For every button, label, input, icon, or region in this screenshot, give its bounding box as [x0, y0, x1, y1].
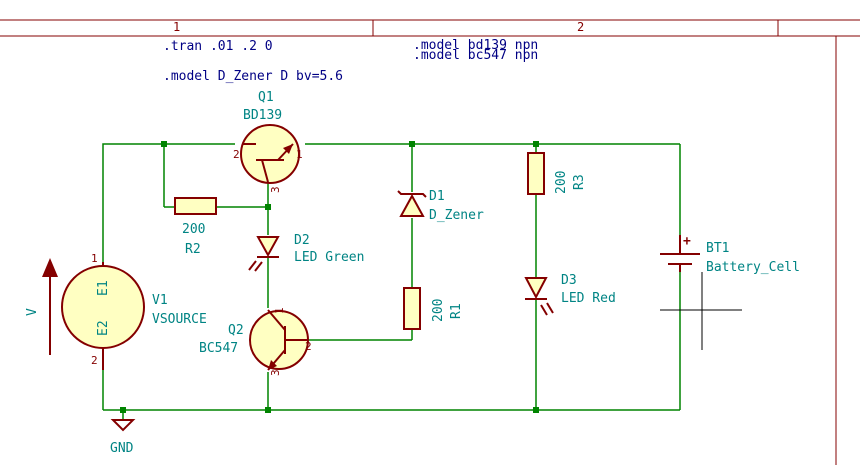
v1-pin-e1: E1 — [96, 280, 111, 296]
source-body-icon — [61, 265, 145, 349]
crosshair-cursor-icon — [660, 272, 742, 350]
transistor-q2[interactable]: 1 2 3 — [249, 307, 312, 376]
r2-value: 200 — [182, 222, 205, 237]
d2-value: LED Green — [294, 250, 364, 265]
frame-column-1: 1 — [173, 20, 180, 34]
led-d3[interactable] — [524, 277, 554, 316]
voltage-source-v1[interactable]: 1 2 E1 E2 V — [25, 252, 145, 370]
r3-reference: R3 — [572, 174, 587, 190]
d3-value: LED Red — [561, 291, 616, 306]
junctions — [120, 141, 539, 413]
d1-reference: D1 — [429, 189, 445, 204]
d2-reference: D2 — [294, 233, 310, 248]
r1-body-icon — [403, 287, 421, 330]
r2-body-icon — [174, 197, 217, 215]
bt1-reference: BT1 — [706, 241, 729, 256]
sheet-frame: 1 2 — [0, 19, 860, 465]
v1-value: VSOURCE — [152, 312, 207, 327]
q1-value: BD139 — [243, 108, 282, 123]
ground-icon — [110, 419, 136, 432]
ground-label: GND — [110, 441, 134, 456]
zener-model-directive[interactable]: .model D_Zener D bv=5.6 — [163, 69, 343, 84]
transistor-q1[interactable]: 2 1 3 — [233, 124, 303, 193]
q2-reference: Q2 — [228, 323, 244, 338]
v1-reference: V1 — [152, 293, 168, 308]
q1-pin-3: 3 — [269, 186, 282, 193]
q1-pin-1: 1 — [296, 148, 303, 161]
resistor-r3[interactable] — [527, 152, 545, 195]
r2-reference: R2 — [185, 242, 201, 257]
v1-arrow-label: V — [25, 308, 40, 316]
d2-triangle-icon — [256, 236, 280, 258]
d3-reference: D3 — [561, 273, 577, 288]
r1-value: 200 — [431, 299, 446, 322]
bc547-model-directive[interactable]: .model bc547 npn — [413, 48, 538, 63]
v1-pin-number-top: 1 — [91, 252, 98, 265]
tran-directive[interactable]: .tran .01 .2 0 — [163, 39, 273, 54]
d1-triangle-icon — [399, 193, 425, 217]
q1-pin-2: 2 — [233, 148, 240, 161]
d3-triangle-icon — [524, 277, 548, 300]
q1-reference: Q1 — [258, 90, 274, 105]
led-d2[interactable] — [248, 236, 280, 272]
q2-pin-3: 3 — [269, 369, 282, 376]
r3-body-icon — [527, 152, 545, 195]
q1-body-icon — [240, 124, 300, 184]
v1-pin-number-bottom: 2 — [91, 354, 98, 367]
ground-symbol[interactable]: GND — [110, 419, 136, 456]
battery-plus-sign: + — [683, 234, 691, 249]
q2-pin-1: 1 — [273, 307, 286, 314]
battery-bt1[interactable]: + — [660, 234, 700, 272]
q2-value: BC547 — [199, 341, 238, 356]
d1-value: D_Zener — [429, 208, 484, 223]
wires — [102, 143, 681, 420]
bd139-model-directive[interactable]: .model bd139 npn — [413, 38, 538, 53]
r1-reference: R1 — [449, 303, 464, 319]
q2-pin-2: 2 — [305, 340, 312, 353]
r3-value: 200 — [554, 171, 569, 194]
bt1-value: Battery_Cell — [706, 260, 800, 275]
resistor-r1[interactable] — [403, 287, 421, 330]
resistor-r2[interactable] — [174, 197, 217, 215]
zener-diode-d1[interactable] — [397, 190, 427, 217]
v1-pin-e2: E2 — [96, 320, 111, 336]
frame-column-2: 2 — [577, 20, 584, 34]
